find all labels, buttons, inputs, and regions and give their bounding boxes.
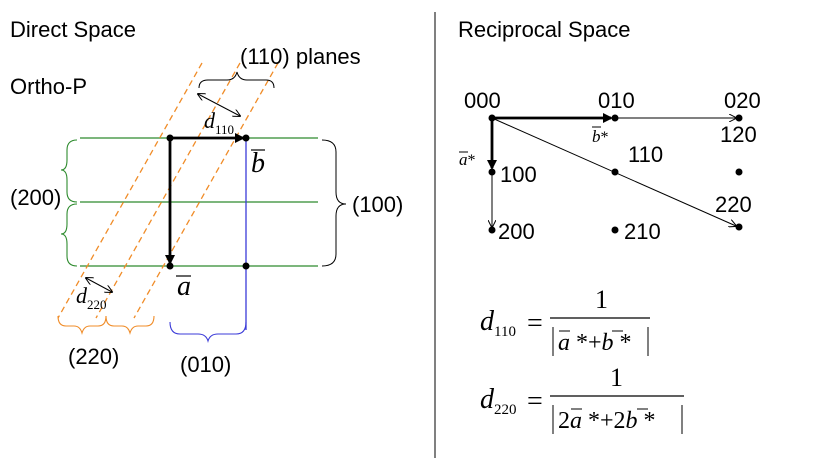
formula-d110-lhs: d110 xyxy=(480,306,516,340)
brace-010 xyxy=(169,321,247,343)
direct-space-panel: Direct Space Ortho-P (110) planes d110 xyxy=(10,17,403,377)
plane-220-line-3 xyxy=(133,62,279,319)
label-010: (010) xyxy=(180,352,231,377)
lattice-point xyxy=(166,134,174,142)
label-200: 200 xyxy=(498,219,535,244)
astar-label: a* xyxy=(459,150,476,169)
label-110: 110 xyxy=(628,142,663,167)
formula-d220: d220 = 1 2a *+2b * xyxy=(480,363,684,434)
label-220: (220) xyxy=(68,344,119,369)
brace-110 xyxy=(198,71,275,89)
label-000: 000 xyxy=(464,88,501,113)
formula-d110-denominator: a *+b * xyxy=(558,330,632,356)
label-210: 210 xyxy=(624,219,661,244)
reciprocal-point-210 xyxy=(611,226,619,234)
reciprocal-space-panel: Reciprocal Space 000 010 020 100 110 120… xyxy=(458,17,761,244)
d110-arrow xyxy=(198,94,240,116)
formula-d110-equals: = xyxy=(527,308,543,339)
direct-space-title: Direct Space xyxy=(10,17,136,42)
reciprocal-point-020 xyxy=(735,114,743,122)
planes-110-label: (110) planes xyxy=(240,44,361,69)
formula-d110-numerator: 1 xyxy=(595,285,608,314)
label-200: (200) xyxy=(10,185,61,210)
lattice-type-label: Ortho-P xyxy=(10,74,87,99)
planes-100-lines xyxy=(80,137,318,267)
label-220: 220 xyxy=(715,192,752,217)
formula-d220-equals: = xyxy=(527,386,543,417)
brace-200-upper xyxy=(60,139,78,203)
brace-100 xyxy=(321,139,347,267)
lattice-point xyxy=(166,262,174,270)
planes-110-220-lines xyxy=(57,62,279,319)
reciprocal-space-title: Reciprocal Space xyxy=(458,17,630,42)
reciprocal-point-220 xyxy=(735,223,743,231)
reciprocal-point-200 xyxy=(488,226,496,234)
reciprocal-point-120 xyxy=(735,168,743,176)
brace-200-lower xyxy=(60,203,78,267)
brace-220-left xyxy=(57,315,107,335)
formula-d110: d110 = 1 a *+b * xyxy=(480,285,650,356)
label-020: 020 xyxy=(724,88,761,113)
label-100: 100 xyxy=(500,162,537,187)
formula-d220-numerator: 1 xyxy=(610,363,623,392)
label-100: (100) xyxy=(352,192,403,217)
formula-d220-denominator: 2a *+2b * xyxy=(558,408,656,434)
lattice-point xyxy=(242,262,250,270)
lattice-point xyxy=(242,134,250,142)
g220-arrow xyxy=(491,117,736,226)
brace-220-right xyxy=(105,315,155,335)
d220-arrow xyxy=(86,278,112,292)
formula-d220-lhs: d220 xyxy=(480,384,517,418)
plane-220-line-2 xyxy=(95,62,241,319)
label-120: 120 xyxy=(720,122,757,147)
d220-label: d220 xyxy=(76,283,107,312)
d110-label: d110 xyxy=(204,108,234,137)
bstar-label: b* xyxy=(592,127,609,146)
vector-a-label: a xyxy=(177,271,191,302)
plane-220-line-1 xyxy=(57,62,203,319)
label-010: 010 xyxy=(598,88,635,113)
vector-b-label: b xyxy=(251,148,265,179)
